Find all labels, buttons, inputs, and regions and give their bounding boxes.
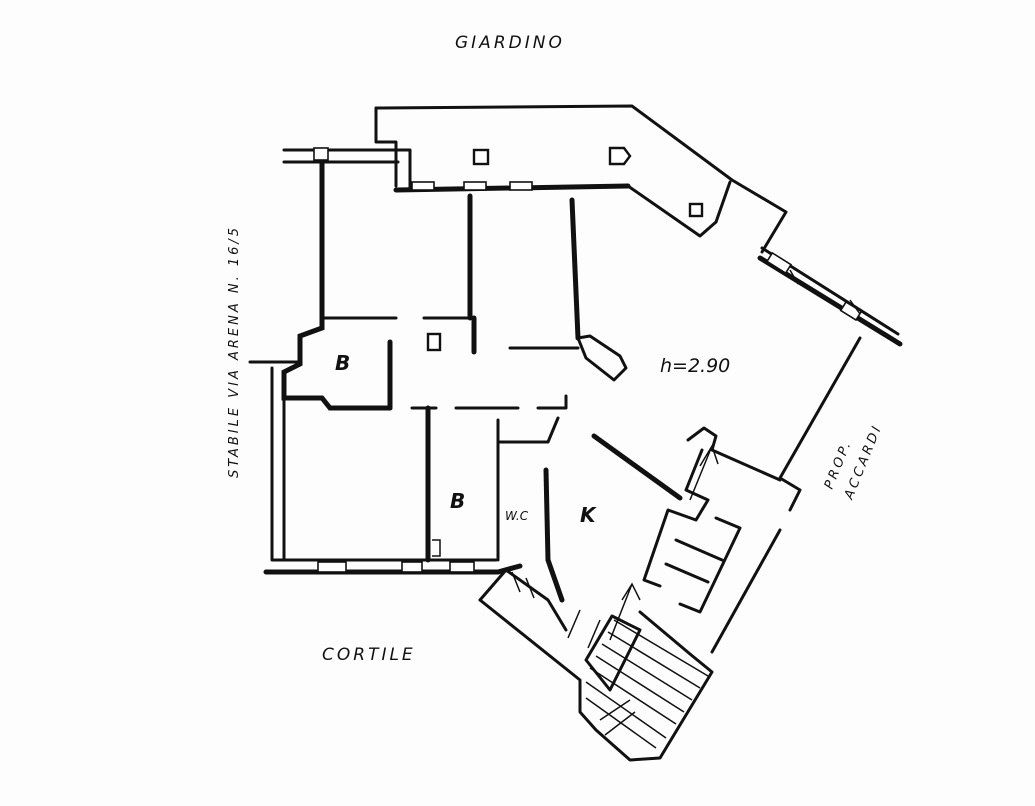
outer-walls xyxy=(248,104,903,654)
interior-walls xyxy=(320,193,683,603)
pillars xyxy=(426,146,704,352)
room-label-bathroom-lower: B xyxy=(450,489,465,513)
room-label-bathroom-upper: B xyxy=(335,351,350,375)
ceiling-height-label: h=2.90 xyxy=(660,355,730,377)
opening-ticks xyxy=(511,269,861,649)
stair-arrows xyxy=(609,444,719,641)
arrow-up-icon xyxy=(689,444,719,501)
stairwell xyxy=(478,568,714,762)
courtyard-label: CORTILE xyxy=(322,645,416,665)
adjacent-building-label: STABILE VIA ARENA N. 16/5 xyxy=(227,225,242,478)
garden-label: GIARDINO xyxy=(455,33,565,53)
windows xyxy=(313,147,863,573)
room-label-kitchen: K xyxy=(580,503,597,527)
room-label-toilet: W.C xyxy=(505,509,529,523)
neighbour-property-label-2: ACCARDI xyxy=(841,422,885,503)
lift-shaft xyxy=(642,426,782,614)
arrow-up-icon-2 xyxy=(609,582,641,641)
